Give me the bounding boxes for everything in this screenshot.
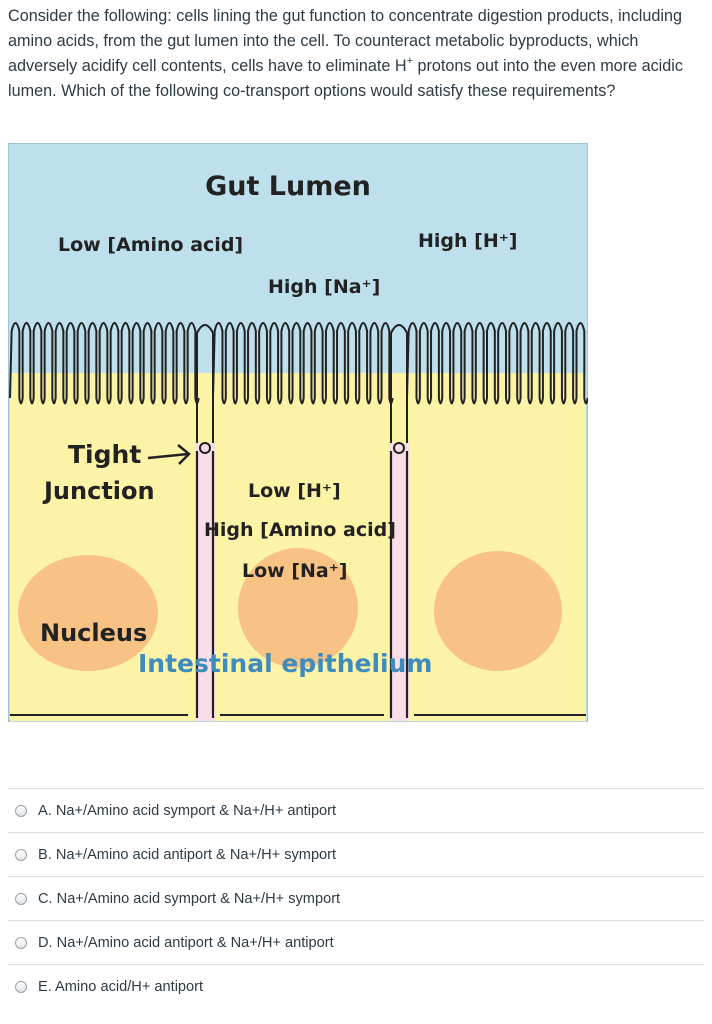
nucleus-right (434, 551, 562, 671)
option-c[interactable]: C. Na+/Amino acid symport & Na+/H+ sympo… (8, 876, 704, 920)
radio-icon[interactable] (15, 936, 27, 949)
nucleus-center (238, 548, 358, 668)
lateral-space-right (389, 443, 409, 721)
nucleus-left (18, 555, 158, 671)
question-superscript: + (406, 54, 414, 67)
radio-icon[interactable] (15, 848, 27, 861)
tight-junction-knot (199, 442, 211, 454)
question-text: Consider the following: cells lining the… (8, 4, 708, 104)
cell-h-label: Low [H⁺] (248, 480, 341, 502)
cell-amino-label: High [Amino acid] (204, 519, 396, 541)
option-e[interactable]: E. Amino acid/H+ antiport (8, 964, 704, 1008)
tight-junction-label-1: Tight (68, 440, 141, 469)
microvilli (9, 322, 588, 443)
lumen-na-label: High [Na⁺] (268, 276, 380, 298)
question-part-2: protons out into the even more acidic lu… (8, 57, 683, 100)
lumen-h-label: High [H⁺] (418, 230, 517, 252)
lumen-amino-label: Low [Amino acid] (58, 234, 243, 256)
microvilli-membrane (212, 322, 394, 405)
junction-cap (196, 324, 214, 334)
cell-na-label: Low [Na⁺] (242, 560, 347, 582)
answer-options: A. Na+/Amino acid symport & Na+/H+ antip… (8, 788, 704, 1008)
question-part-1: Consider the following: cells lining the… (8, 7, 682, 75)
nucleus-label: Nucleus (40, 619, 147, 647)
option-b[interactable]: B. Na+/Amino acid antiport & Na+/H+ symp… (8, 832, 704, 876)
tight-junction-label-2: Junction (42, 477, 155, 505)
lateral-space-left (195, 443, 215, 721)
lumen-title: Gut Lumen (205, 171, 371, 202)
junction-cap (390, 324, 408, 334)
radio-icon[interactable] (15, 804, 27, 817)
option-a[interactable]: A. Na+/Amino acid symport & Na+/H+ antip… (8, 788, 704, 832)
radio-icon[interactable] (15, 892, 27, 905)
gut-diagram-svg: Gut Lumen Low [Amino acid] High [H⁺] Hig… (8, 143, 588, 722)
option-label: E. Amino acid/H+ antiport (38, 978, 204, 995)
tight-junction-knot (393, 442, 405, 454)
microvilli-membrane (9, 322, 200, 405)
tight-junction-arrow-line (147, 452, 189, 460)
tight-junction-arrow-head (177, 444, 191, 465)
option-label: C. Na+/Amino acid symport & Na+/H+ sympo… (38, 890, 341, 907)
option-label: D. Na+/Amino acid antiport & Na+/H+ anti… (38, 934, 334, 951)
option-d[interactable]: D. Na+/Amino acid antiport & Na+/H+ anti… (8, 920, 704, 964)
gut-diagram: Gut Lumen Low [Amino acid] High [H⁺] Hig… (8, 143, 588, 723)
microvilli-membrane (406, 322, 588, 405)
radio-icon[interactable] (15, 980, 27, 993)
epithelium-label: Intestinal epithelium (138, 649, 432, 678)
option-label: A. Na+/Amino acid symport & Na+/H+ antip… (38, 802, 337, 819)
option-label: B. Na+/Amino acid antiport & Na+/H+ symp… (38, 846, 337, 863)
